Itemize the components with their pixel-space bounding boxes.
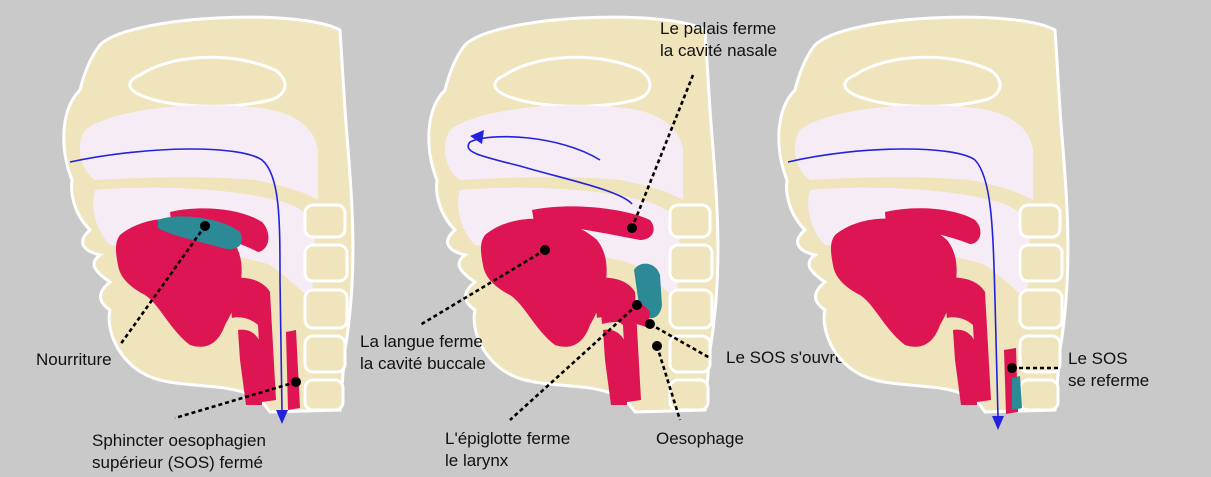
pointer-dot (1007, 363, 1017, 373)
pointer-dot (652, 341, 662, 351)
label-palate-2: la cavité nasale (660, 41, 777, 60)
pointer-dot (200, 221, 210, 231)
label-sos-closed-2: supérieur (SOS) fermé (92, 453, 263, 472)
label-tongue-1: La langue ferme (360, 332, 483, 351)
label-sos-recloses-2: se referme (1068, 371, 1149, 390)
label-oesophagus: Oesophage (656, 429, 744, 448)
label-tongue-2: la cavité buccale (360, 354, 486, 373)
label-sos-closed-1: Sphincter oesophagien (92, 431, 266, 450)
label-epiglottis-2: le larynx (445, 451, 509, 470)
pointer-dot (627, 223, 637, 233)
label-palate-1: Le palais ferme (660, 19, 776, 38)
label-sos-recloses-1: Le SOS (1068, 349, 1128, 368)
pointer-dot (645, 319, 655, 329)
pointer-dot (632, 300, 642, 310)
pointer-dot (291, 377, 301, 387)
pointer-dot (540, 245, 550, 255)
label-sos-opens: Le SOS s'ouvre (726, 348, 845, 367)
label-epiglottis-1: L'épiglotte ferme (445, 429, 570, 448)
label-food: Nourriture (36, 350, 112, 369)
